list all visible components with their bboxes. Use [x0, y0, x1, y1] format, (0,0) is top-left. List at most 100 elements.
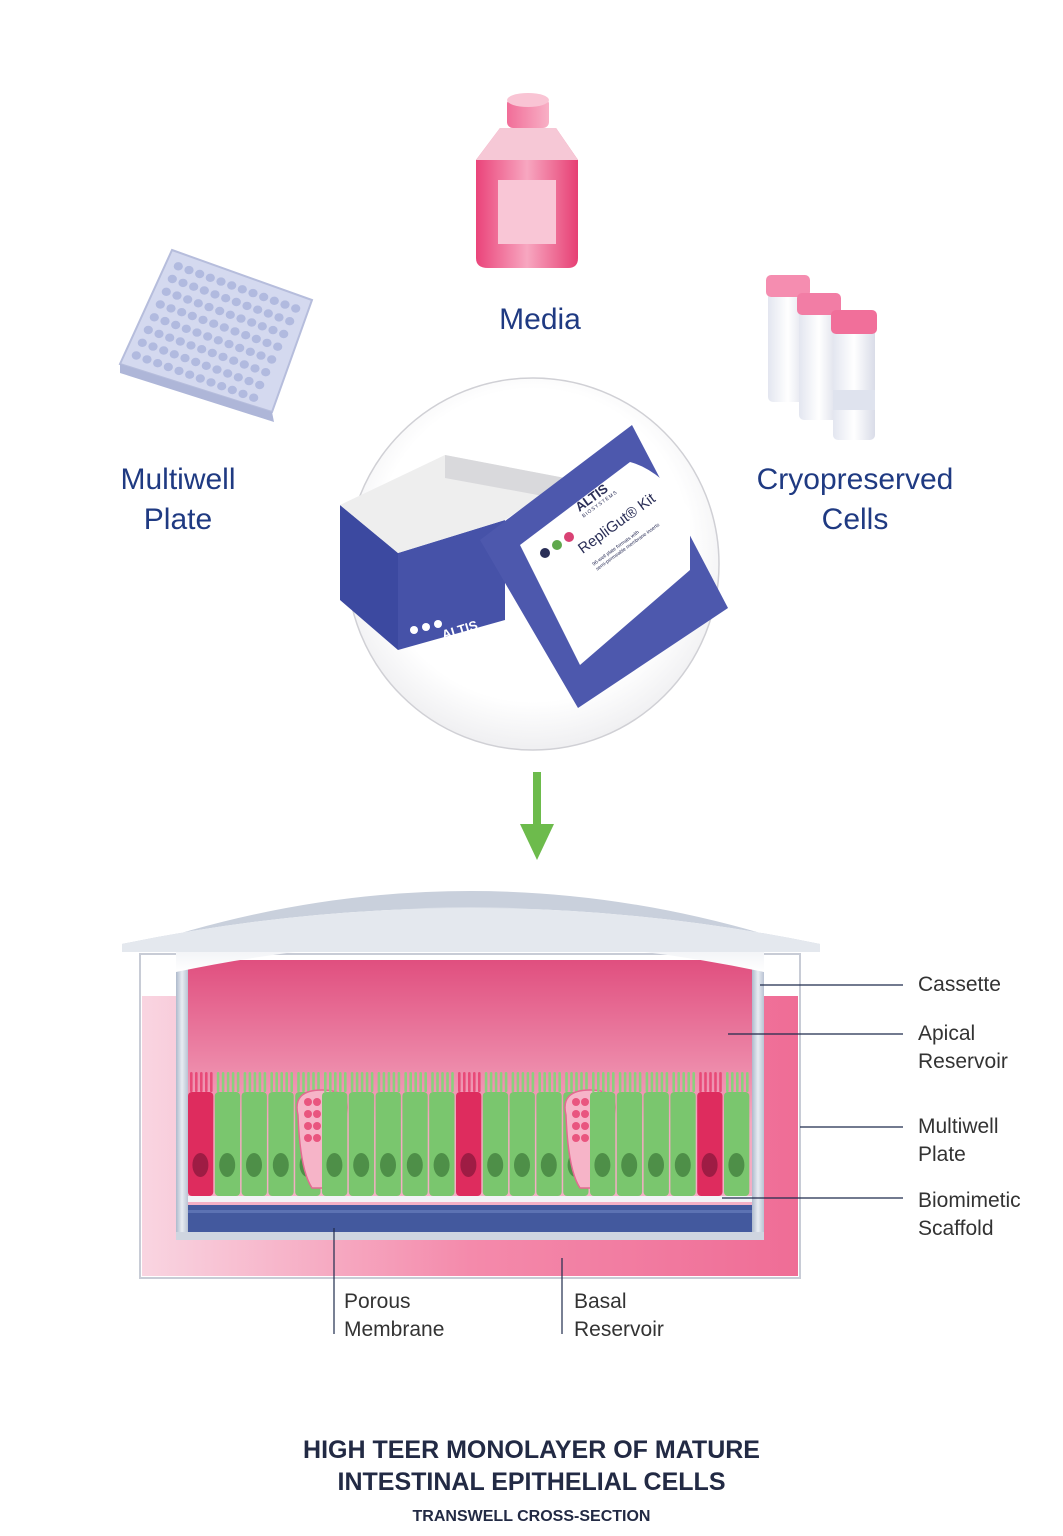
- microvillus: [221, 1072, 225, 1092]
- porous-membrane-label: Porous Membrane: [344, 1288, 444, 1344]
- cassette-label: Cassette: [918, 971, 1001, 999]
- biomimetic-scaffold-label: Biomimetic Scaffold: [918, 1187, 1021, 1243]
- microvillus: [746, 1072, 749, 1092]
- plate-well: [193, 299, 203, 308]
- cryopreserved-cells-label: Cryopreserved Cells: [735, 460, 975, 540]
- enterocyte-cell: [590, 1092, 616, 1196]
- enteroendocrine-cell: [697, 1092, 723, 1196]
- microvillus: [585, 1072, 588, 1092]
- enterocyte-cell: [241, 1092, 267, 1196]
- mucin-granule: [572, 1122, 580, 1130]
- plate-well: [285, 317, 295, 326]
- microvillus: [307, 1072, 310, 1092]
- plate-well: [171, 320, 181, 330]
- microvillus: [660, 1072, 664, 1092]
- plate-well: [206, 378, 216, 387]
- plate-well: [255, 380, 265, 390]
- microvillus: [699, 1072, 702, 1092]
- microvillus: [692, 1072, 695, 1092]
- microvillus: [526, 1072, 530, 1092]
- plate-well: [153, 359, 163, 368]
- plate-well: [213, 336, 223, 345]
- mucin-granule: [581, 1110, 589, 1118]
- mucin-granule: [572, 1134, 580, 1142]
- microvillus: [285, 1072, 288, 1092]
- multiwell-callout-line1: Multiwell: [918, 1115, 999, 1138]
- microvillus: [538, 1072, 541, 1092]
- microvillus: [243, 1072, 247, 1092]
- plate-well: [257, 322, 267, 331]
- microvillus: [297, 1072, 300, 1092]
- callout-lines: [333, 984, 903, 1334]
- cell-nucleus: [487, 1153, 504, 1177]
- multiwell-plate-callout: Multiwell Plate: [918, 1113, 999, 1169]
- mucin-granule: [581, 1122, 589, 1130]
- microvillus: [350, 1072, 354, 1092]
- basal-line1: Basal: [574, 1290, 627, 1313]
- plate-well: [241, 331, 251, 340]
- microvillus: [205, 1072, 208, 1092]
- kit-box-illustration: [340, 377, 728, 751]
- plate-well: [267, 355, 277, 364]
- microvillus: [575, 1072, 578, 1092]
- cell-nucleus: [514, 1153, 530, 1177]
- plate-well: [163, 362, 173, 372]
- apical-line2: Reservoir: [918, 1050, 1008, 1073]
- microvillus: [511, 1072, 515, 1092]
- plate-well: [233, 373, 243, 382]
- plate-well: [219, 323, 229, 332]
- plate-well: [177, 308, 187, 317]
- microvillus: [344, 1072, 347, 1092]
- plate-well: [169, 350, 179, 359]
- plate-well: [251, 334, 261, 344]
- mucin-granule: [313, 1134, 321, 1142]
- plate-well: [224, 339, 234, 349]
- plate-well: [201, 361, 211, 370]
- microvillus: [436, 1072, 439, 1092]
- enterocyte-cell: [322, 1092, 348, 1196]
- enterocyte-cell: [482, 1092, 509, 1196]
- scaffold-line1: Biomimetic: [918, 1189, 1021, 1212]
- microvillus: [355, 1072, 359, 1092]
- plate-well: [261, 368, 271, 377]
- plate-well: [242, 301, 252, 311]
- microvillus: [628, 1072, 632, 1092]
- cell-nucleus: [353, 1153, 370, 1177]
- porous-line1: Porous: [344, 1290, 411, 1313]
- plate-well: [247, 318, 257, 327]
- microvillus: [558, 1072, 561, 1092]
- plate-well: [183, 295, 193, 304]
- mucin-granule: [304, 1122, 312, 1130]
- microvillus: [612, 1072, 615, 1092]
- enterocyte-cell: [724, 1092, 750, 1196]
- plate-well: [199, 286, 209, 295]
- cell-nucleus: [540, 1153, 557, 1177]
- plate-well: [245, 347, 255, 356]
- microvillus: [516, 1072, 520, 1092]
- microvillus: [190, 1072, 193, 1092]
- microvillus: [602, 1072, 605, 1092]
- enterocyte-cell: [643, 1092, 669, 1196]
- cell-nucleus: [728, 1153, 745, 1177]
- mucin-granule: [304, 1098, 312, 1106]
- cassette-label-text: Cassette: [918, 973, 1001, 996]
- microvillus: [494, 1072, 498, 1092]
- enterocyte-cell: [429, 1092, 455, 1196]
- plate-well: [172, 291, 182, 300]
- microvillus: [387, 1072, 391, 1092]
- enterocyte-cell: [348, 1092, 375, 1196]
- microvillus: [499, 1072, 503, 1092]
- plate-well: [225, 310, 235, 319]
- plate-well: [175, 337, 185, 346]
- plate-well: [142, 355, 152, 364]
- cell-nucleus: [326, 1153, 343, 1177]
- plate-well: [205, 273, 215, 282]
- plate-well: [215, 306, 225, 316]
- enterocyte-cell: [616, 1092, 643, 1196]
- mucin-granule: [313, 1110, 321, 1118]
- plate-well: [187, 311, 197, 321]
- cell-nucleus: [192, 1153, 209, 1177]
- enteroendocrine-cell: [188, 1092, 214, 1196]
- microvillus: [365, 1072, 369, 1092]
- basal-reservoir-label: Basal Reservoir: [574, 1288, 664, 1344]
